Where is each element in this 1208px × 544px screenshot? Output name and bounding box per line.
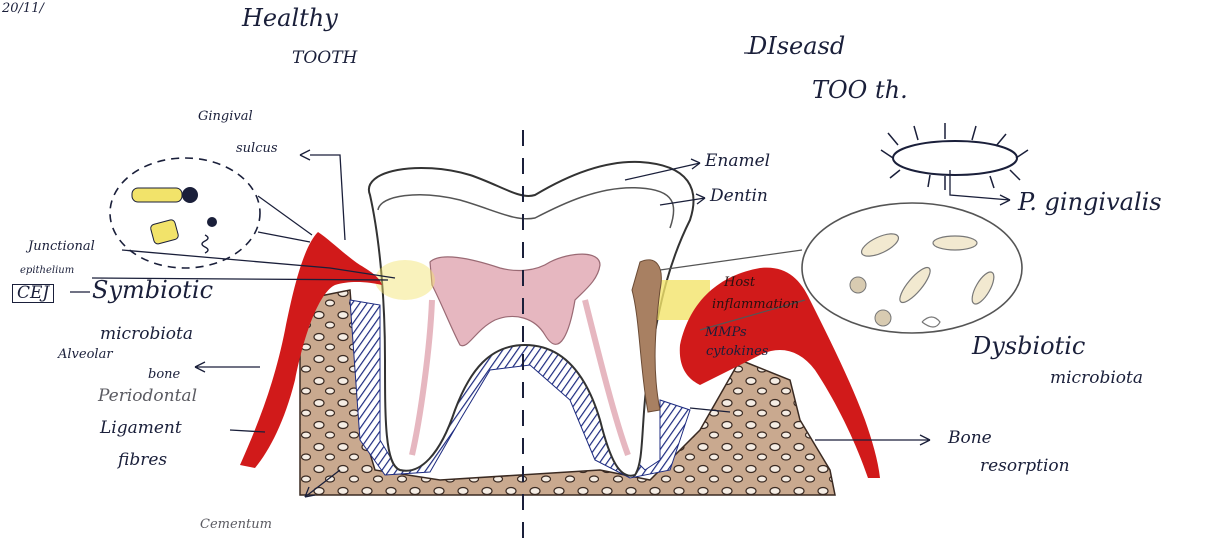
label-periodontal: Periodontal — [98, 388, 197, 405]
label-dentin: Dentin — [710, 188, 768, 205]
healthy-title-line1: Healthy — [242, 6, 338, 30]
label-enamel: Enamel — [705, 153, 770, 170]
healthy-title-line2: TOOTH — [292, 50, 357, 67]
date-text: 20/11/ — [2, 2, 44, 15]
label-microbiota: microbiota — [100, 326, 193, 343]
label-dysbiotic: Dysbiotic — [972, 334, 1085, 358]
label-epithelium: epithelium — [20, 266, 74, 276]
label-junctional: Junctional — [28, 240, 95, 253]
label-dysbiotic-microbiota: microbiota — [1050, 370, 1143, 387]
diseased-title-line1: DIseasd — [748, 34, 845, 58]
label-symbiotic: Symbiotic — [92, 278, 213, 302]
label-fibres: fibres — [118, 452, 167, 469]
sulcus-leader — [310, 155, 345, 240]
p-gingivalis-bacterium — [881, 123, 1028, 190]
diseased-title-line2: TOO th. — [812, 78, 908, 102]
label-bone-resorption-1: Bone — [948, 430, 992, 447]
label-bone: bone — [148, 368, 180, 381]
label-gingival: Gingival — [198, 110, 253, 123]
label-ligament: Ligament — [100, 420, 182, 437]
label-cytokines: cytokines — [706, 345, 768, 358]
label-mmps: MMPs — [705, 326, 747, 339]
sulcus-arrowhead — [300, 150, 310, 160]
label-inflammation: inflammation — [712, 298, 799, 311]
label-cementum: Cementum — [200, 518, 272, 531]
label-bone-resorption-2: resorption — [980, 458, 1070, 475]
label-alveolar: Alveolar — [58, 348, 113, 361]
label-cej: CEJ — [12, 284, 54, 303]
label-p-gingivalis: P. gingivalis — [1018, 190, 1162, 214]
label-host: Host — [724, 276, 755, 289]
label-sulcus: sulcus — [236, 142, 278, 155]
